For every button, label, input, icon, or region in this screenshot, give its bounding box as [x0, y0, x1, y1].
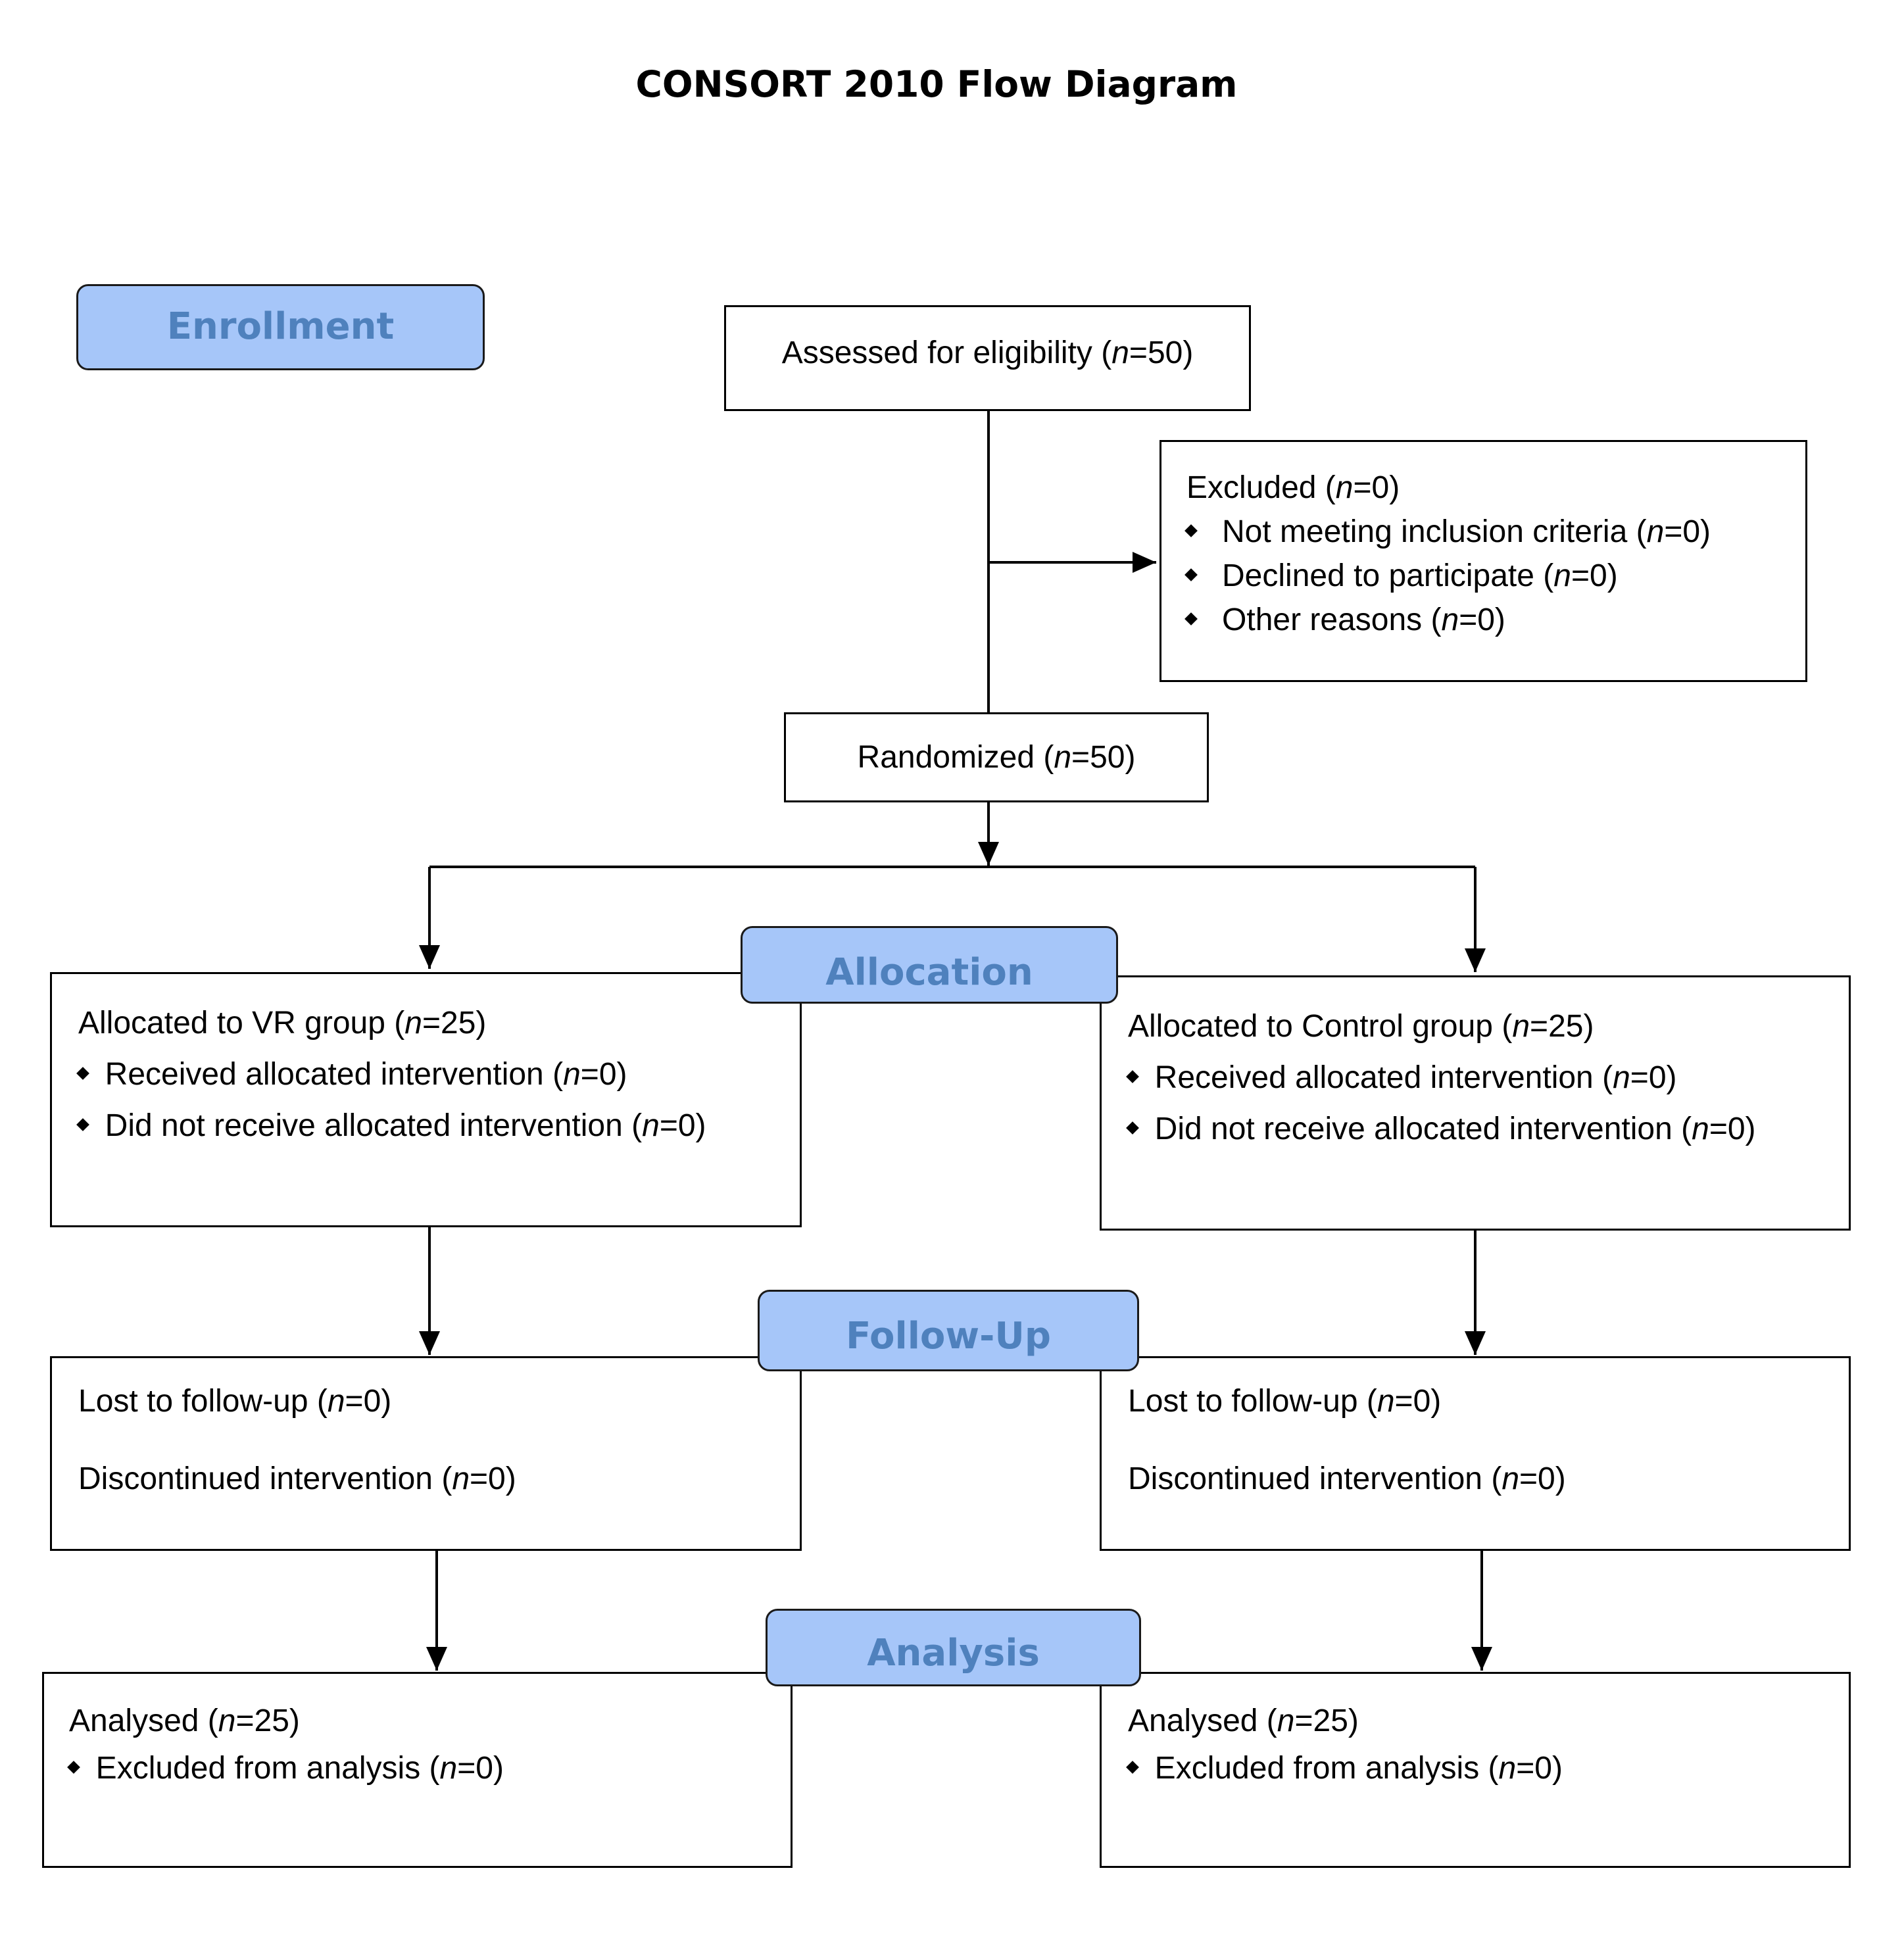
n-symbol: n [1277, 1703, 1295, 1738]
vr-not-received-intervention: Did not receive allocated intervention (… [76, 1100, 800, 1152]
control-discontinued-intervention: Discontinued intervention (n=0) [1128, 1461, 1566, 1496]
randomized-box: Randomized (n=50) [784, 712, 1209, 802]
n-symbol: n [642, 1108, 660, 1143]
control-excluded-from-analysis: Excluded from analysis (n=0) [1126, 1745, 1849, 1792]
n-symbol: n [1512, 1009, 1530, 1044]
stage-label-enrollment-text: Enrollment [166, 305, 395, 348]
stage-label-allocation: Allocation [741, 926, 1118, 1004]
vr-allocation-box: Allocated to VR group (n=25) Received al… [50, 972, 802, 1227]
n-symbol: n [327, 1384, 345, 1419]
excluded-reason-3: Other reasons (n=0) [1184, 598, 1805, 642]
excluded-box: Excluded (n=0) Not meeting inclusion cri… [1159, 440, 1807, 682]
n-symbol: n [1553, 558, 1571, 593]
control-analysis-box: Analysed (n=25) Excluded from analysis (… [1100, 1672, 1851, 1868]
diagram-title: CONSORT 2010 Flow Diagram [635, 63, 1238, 105]
stage-label-follow-up: Follow-Up [758, 1290, 1139, 1371]
stage-label-analysis: Analysis [766, 1609, 1141, 1686]
n-symbol: n [404, 1006, 422, 1040]
n-symbol: n [1054, 740, 1072, 775]
vr-received-intervention: Received allocated intervention (n=0) [76, 1049, 800, 1100]
n-symbol: n [218, 1703, 236, 1738]
stage-label-analysis-text: Analysis [867, 1632, 1040, 1675]
bullet-icon [1184, 524, 1198, 538]
n-symbol: n [1613, 1060, 1630, 1095]
n-symbol: n [1498, 1751, 1517, 1786]
stage-label-enrollment: Enrollment [76, 284, 485, 370]
n-symbol: n [452, 1461, 470, 1496]
assessed-box: Assessed for eligibility (n=50) [724, 305, 1251, 411]
bullet-icon [1126, 1070, 1139, 1084]
control-allocation-box: Allocated to Control group (n=25) Receiv… [1100, 975, 1851, 1231]
control-not-received-intervention: Did not receive allocated intervention (… [1126, 1104, 1849, 1155]
n-symbol: n [1335, 470, 1354, 505]
randomized-text: Randomized (n=50) [857, 740, 1136, 775]
n-symbol: n [1111, 335, 1129, 370]
stage-label-follow-up-text: Follow-Up [846, 1315, 1051, 1358]
n-symbol: n [1441, 602, 1459, 637]
n-symbol: n [563, 1057, 581, 1092]
n-symbol: n [1501, 1461, 1520, 1496]
assessed-text: Assessed for eligibility (n=50) [781, 335, 1194, 370]
vr-followup-box: Lost to follow-up (n=0) Discontinued int… [50, 1356, 802, 1551]
control-allocation-heading: Allocated to Control group (n=25) [1128, 1009, 1594, 1044]
vr-analysed: Analysed (n=25) [69, 1703, 300, 1738]
bullet-icon [67, 1761, 80, 1774]
bullet-icon [1126, 1761, 1139, 1774]
n-symbol: n [439, 1751, 458, 1786]
vr-allocation-heading: Allocated to VR group (n=25) [78, 1006, 487, 1040]
vr-excluded-from-analysis: Excluded from analysis (n=0) [67, 1745, 791, 1792]
vr-discontinued-intervention: Discontinued intervention (n=0) [78, 1461, 516, 1496]
bullet-icon [76, 1118, 89, 1132]
bullet-icon [1184, 612, 1198, 626]
bullet-icon [1184, 568, 1198, 582]
n-symbol: n [1692, 1112, 1709, 1146]
vr-analysis-box: Analysed (n=25) Excluded from analysis (… [42, 1672, 793, 1868]
bullet-icon [1126, 1121, 1139, 1135]
excluded-reason-1: Not meeting inclusion criteria (n=0) [1184, 510, 1805, 554]
control-lost-to-followup: Lost to follow-up (n=0) [1128, 1384, 1442, 1419]
control-analysed: Analysed (n=25) [1128, 1703, 1359, 1738]
control-followup-box: Lost to follow-up (n=0) Discontinued int… [1100, 1356, 1851, 1551]
vr-lost-to-followup: Lost to follow-up (n=0) [78, 1384, 392, 1419]
bullet-icon [76, 1067, 89, 1081]
control-received-intervention: Received allocated intervention (n=0) [1126, 1052, 1849, 1104]
n-symbol: n [1646, 514, 1665, 549]
excluded-heading: Excluded (n=0) [1186, 470, 1400, 505]
stage-label-allocation-text: Allocation [825, 951, 1033, 994]
n-symbol: n [1377, 1384, 1395, 1419]
excluded-reason-2: Declined to participate (n=0) [1184, 554, 1805, 598]
